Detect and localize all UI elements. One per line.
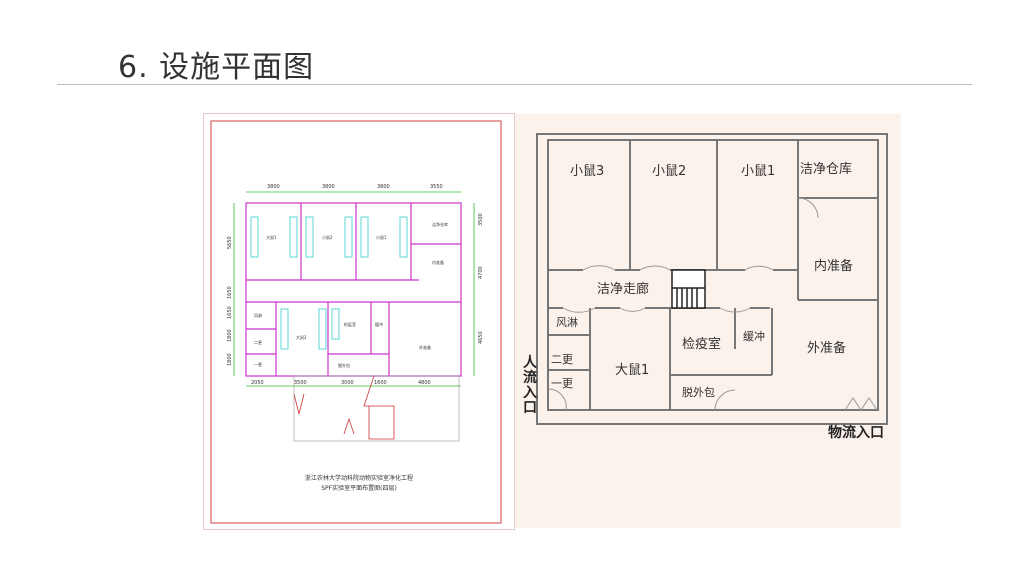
bottom-dim: 3500 [294, 380, 307, 386]
right-dim: 4650 [478, 331, 484, 344]
room-rat1: 大鼠1 [615, 363, 649, 378]
room-unpack: 脱外包 [682, 385, 715, 399]
left-dim: 1800 [227, 329, 233, 342]
bottom-dim: 3000 [341, 380, 354, 386]
room-change1: 一更 [551, 377, 573, 390]
top-dim: 3800 [267, 184, 280, 190]
cad-room-label: 缓冲 [375, 321, 383, 327]
cad-room-label: 一更 [254, 362, 262, 367]
left-dim: 1800 [227, 353, 233, 366]
people-entrance-label: 人流入口 [523, 355, 537, 416]
cad-room-label: 外准备 [419, 344, 431, 350]
bottom-dim: 4800 [418, 380, 431, 386]
bottom-dim: 2050 [251, 380, 264, 386]
cad-room-label: 洁净仓库 [432, 221, 448, 227]
bottom-dim: 1600 [374, 380, 387, 386]
cad-room-label: 小鼠2 [322, 234, 333, 240]
room-buffer: 缓冲 [743, 329, 765, 343]
cad-room-label: 脱外包 [338, 362, 350, 368]
cad-caption-line2: SPF实验室平面布置图(四层) [321, 484, 397, 492]
cad-room-label: 大鼠2 [296, 334, 307, 340]
cad-caption-line1: 浙江农林大学动科院动物实验室净化工程 [305, 474, 413, 482]
floor-plan-svg: 小鼠3 小鼠2 小鼠1 洁净仓库 内准备 洁净走廊 风淋 二更 一更 大鼠1 检… [536, 133, 888, 441]
room-inner-prep: 内准备 [814, 258, 853, 274]
left-dim: 5650 [227, 236, 233, 249]
room-quarantine: 检疫室 [682, 336, 721, 352]
cad-room-label: 内准备 [432, 259, 444, 265]
staircase-icon [671, 269, 706, 309]
cad-floor-plan-drawing: 3800 3800 3800 3550 2050 3500 3000 1600 … [203, 113, 515, 530]
left-dim: 1650 [227, 286, 233, 299]
left-dim: 1650 [227, 306, 233, 319]
slide-title: 6. 设施平面图 [118, 50, 315, 85]
room-outer-prep: 外准备 [807, 340, 846, 356]
cad-room-label: 风淋 [254, 312, 262, 318]
title-divider [57, 84, 972, 85]
right-dim: 4700 [478, 266, 484, 279]
top-dim: 3800 [377, 184, 390, 190]
room-change2: 二更 [551, 353, 573, 366]
top-dim: 3800 [322, 184, 335, 190]
room-mouse1: 小鼠1 [741, 164, 775, 179]
room-mouse2: 小鼠2 [652, 164, 686, 179]
cad-drawing-svg: 3800 3800 3800 3550 2050 3500 3000 1600 … [210, 120, 502, 524]
cad-room-label: 大鼠1 [266, 234, 277, 240]
room-mouse3: 小鼠3 [570, 164, 604, 179]
room-clean-store: 洁净仓库 [800, 161, 852, 177]
cad-room-label: 小鼠1 [376, 234, 387, 240]
right-dim: 3500 [478, 213, 484, 226]
goods-entrance-label: 物流入口 [828, 424, 884, 441]
top-dim: 3550 [430, 184, 443, 190]
room-air-shower: 风淋 [556, 316, 578, 329]
simplified-floor-plan: 小鼠3 小鼠2 小鼠1 洁净仓库 内准备 洁净走廊 风淋 二更 一更 大鼠1 检… [515, 114, 901, 528]
cad-room-label: 检疫室 [344, 321, 356, 327]
clean-corridor: 洁净走廊 [597, 281, 649, 297]
cad-room-label: 二更 [254, 340, 262, 345]
